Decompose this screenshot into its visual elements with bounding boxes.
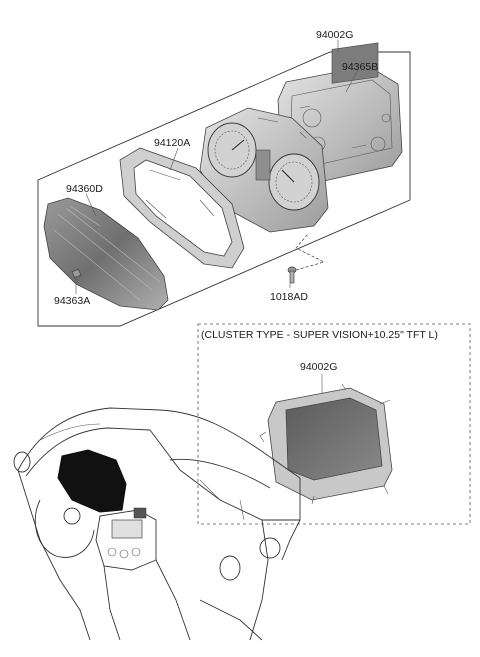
label-window: 94360D [66,183,103,195]
leader-housing [345,69,359,93]
cluster-location-highlight [57,449,127,513]
dashboard-location-view [13,407,301,641]
option-part-label: 94002G [300,361,337,373]
mounting-screw [287,233,325,284]
label-assembly: 94002G [316,29,353,41]
label-case: 94120A [154,137,190,149]
label-clip: 94363A [54,295,90,307]
label-screw: 1018AD [270,291,308,303]
option-box [197,323,471,525]
cluster-gauge-unit [199,107,329,233]
cluster-case-bezel [119,147,245,269]
leader-window [85,193,97,217]
leader-case [169,147,179,171]
cluster-window-glass [43,197,169,311]
option-note: (CLUSTER TYPE - SUPER VISION+10.25" TFT … [201,329,438,341]
assembly-frame [37,51,411,327]
window-clip [71,268,82,290]
label-housing: 94365B [342,61,378,73]
tft-display-unit [259,383,393,505]
